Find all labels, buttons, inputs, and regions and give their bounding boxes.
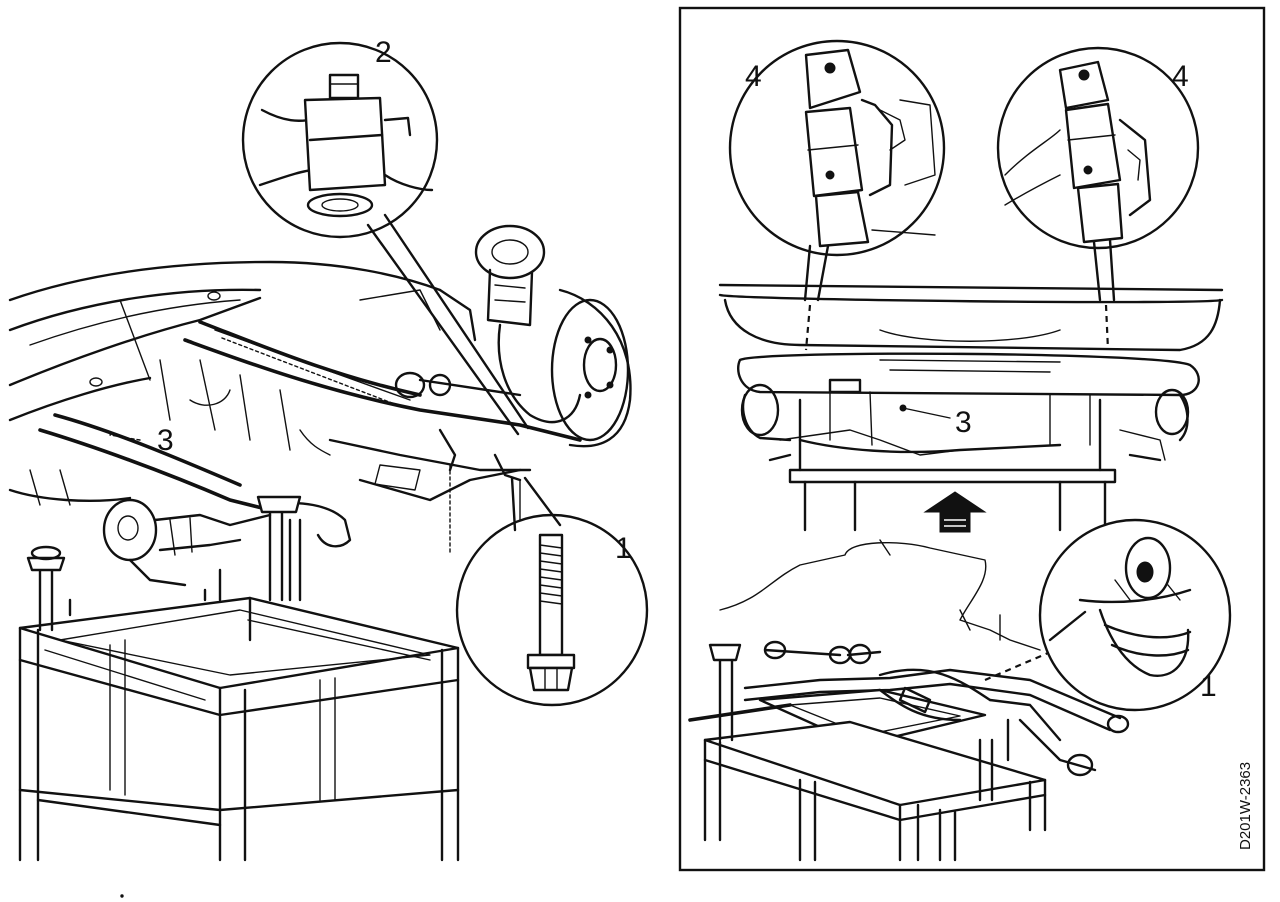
callout-3-right: 3 <box>899 404 972 439</box>
support-bracket-icon <box>1048 536 1192 677</box>
rubber-mount-icon <box>258 73 434 218</box>
bracket-detail-1: 1 <box>1038 518 1232 712</box>
vehicle-body <box>718 283 1224 532</box>
support-stand <box>18 495 460 862</box>
callout-label: 4 <box>745 60 762 93</box>
rear-axle-on-stand <box>688 539 1130 862</box>
bracket-detail-4-right: 4 <box>996 46 1200 351</box>
callout-label: 4 <box>1172 60 1189 93</box>
left-view: 3 2 <box>8 36 649 862</box>
bracket-detail-4-left: 4 <box>728 39 946 351</box>
figure-code: D201W-2363 <box>1237 762 1254 850</box>
up-arrow-icon <box>923 491 987 533</box>
rubber-mount-detail: 2 <box>241 36 530 436</box>
speck <box>120 894 124 898</box>
callout-label: 3 <box>157 424 174 457</box>
lower-hub <box>102 498 272 587</box>
callout-label: 1 <box>615 532 632 565</box>
leader-line <box>984 648 1056 682</box>
subframe <box>38 320 582 556</box>
wheel-hub <box>394 224 632 448</box>
right-view-frame <box>678 6 1266 872</box>
callout-label: 2 <box>375 36 392 69</box>
callout-3-left: 3 <box>109 424 174 457</box>
bolt-icon <box>526 533 576 692</box>
right-view: 3 <box>678 6 1266 872</box>
callout-label: 1 <box>1200 670 1217 703</box>
bolt-detail: 1 <box>455 476 649 707</box>
callout-label: 3 <box>955 406 972 439</box>
